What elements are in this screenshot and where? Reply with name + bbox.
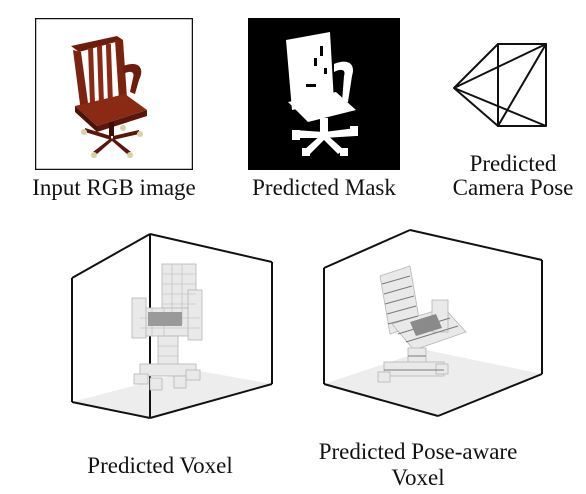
voxel-chair-icon [71, 233, 273, 419]
predicted-mask-caption: Predicted Mask [252, 175, 396, 200]
pose-voxel-caption-line1: Predicted Pose-aware [318, 439, 518, 464]
voxel-panel [62, 228, 282, 438]
office-chair-render-icon [35, 18, 193, 170]
camera-pose-caption-line2: Camera Pose [452, 175, 574, 200]
pose-voxel-caption-line2: Voxel [391, 465, 445, 490]
camera-frustum-icon [453, 43, 547, 127]
camera-pose-caption-line1: Predicted [469, 151, 557, 176]
voxel-caption: Predicted Voxel [87, 453, 233, 478]
camera-pose-panel [446, 36, 576, 136]
input-rgb-caption: Input RGB image [32, 175, 196, 200]
input-rgb-panel [35, 18, 193, 170]
pose-aware-voxel-chair-icon [323, 229, 543, 417]
pose-voxel-panel [318, 224, 548, 424]
predicted-mask-panel [248, 18, 400, 170]
chair-silhouette-mask-icon [248, 18, 400, 170]
